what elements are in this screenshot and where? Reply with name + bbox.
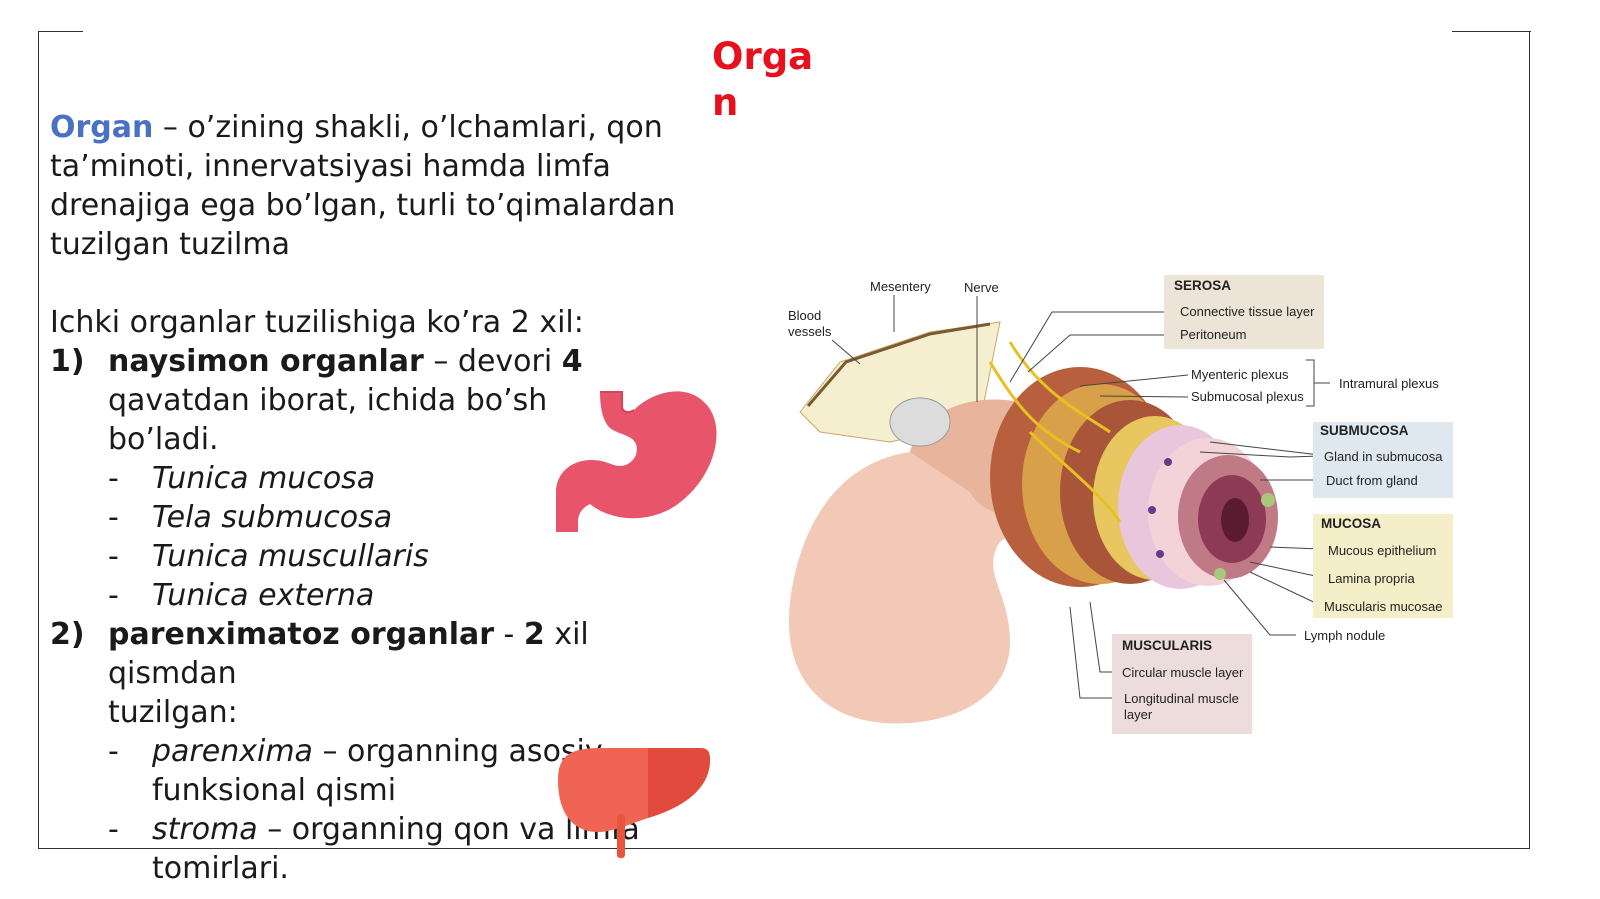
label-muscularis: MUSCULARIS [1122,638,1212,653]
slide-body: Organ – o’zining shakli, o’lchamlari, qo… [50,108,700,888]
intro-line: Ichki organlar tuzilishiga ko’ra 2 xil: [50,305,584,340]
slide-title: Organ [712,35,814,124]
layer-item: -Tunica muscullaris [108,539,429,574]
svg-text:Lymph nodule: Lymph nodule [1304,628,1385,643]
svg-text:vessels: vessels [788,324,832,339]
list-number: 2) [50,617,85,652]
svg-text:Submucosal plexus: Submucosal plexus [1191,389,1304,404]
item1-heading: naysimon organlar [108,344,424,379]
frame-corner-left [38,31,83,32]
item2-heading: parenximatoz organlar [108,617,495,652]
serosa-box [1164,275,1324,349]
svg-text:Lamina propria: Lamina propria [1328,571,1415,586]
svg-text:layer: layer [1124,707,1153,722]
slide-frame [38,31,1530,849]
mucosa-box [1313,514,1453,618]
item2-line3: tuzilgan: [108,695,238,730]
intestine-wall-diagram: Mesentery Nerve Blood vessels SEROSA Con… [788,275,1453,734]
svg-text:Peritoneum: Peritoneum [1180,327,1246,342]
label-mucosa: MUCOSA [1321,516,1381,531]
layer-item: -Tunica mucosa [108,461,376,496]
frame-corner-right [1452,31,1531,32]
svg-text:Intramural plexus: Intramural plexus [1339,376,1439,391]
svg-text:Mucous epithelium: Mucous epithelium [1328,543,1436,558]
svg-text:Connective tissue layer: Connective tissue layer [1180,304,1315,319]
svg-text:Circular muscle layer: Circular muscle layer [1122,665,1244,680]
submucosa-box [1313,422,1453,498]
svg-text:Myenteric plexus: Myenteric plexus [1191,367,1289,382]
label-nerve: Nerve [964,280,999,295]
layer-item: -Tunica externa [108,578,375,613]
svg-text:Longitudinal muscle: Longitudinal muscle [1124,691,1239,706]
item2-line2: qismdan [108,656,237,691]
list-number: 1) [50,344,85,379]
definition: Organ – o’zining shakli, o’lchamlari, qo… [50,108,700,264]
definition-text: – o’zining shakli, o’lchamlari, qon ta’m… [50,110,676,262]
item1-description: qavatdan iborat, ichida bo’sh bo’ladi. [108,383,548,457]
label-serosa: SEROSA [1174,278,1231,293]
label-mesentery: Mesentery [870,279,931,294]
svg-text:Gland in submucosa: Gland in submucosa [1324,449,1443,464]
label-blood-vessels: Blood [788,308,821,323]
definition-term: Organ [50,110,154,145]
stomach-icon [556,391,717,532]
svg-text:Duct from gland: Duct from gland [1326,473,1418,488]
list-item-1: 1) naysimon organlar – devori 4 [50,344,583,379]
layer-item: -Tela submucosa [108,500,393,535]
list-item-2: 2) parenximatoz organlar - 2 xil [50,617,589,652]
muscularis-box [1112,634,1252,734]
liver-icon [558,748,710,858]
label-submucosa: SUBMUCOSA [1320,423,1409,438]
part-item: -parenxima – organning asosiy funksional… [108,734,603,808]
svg-text:Muscularis mucosae: Muscularis mucosae [1324,599,1443,614]
